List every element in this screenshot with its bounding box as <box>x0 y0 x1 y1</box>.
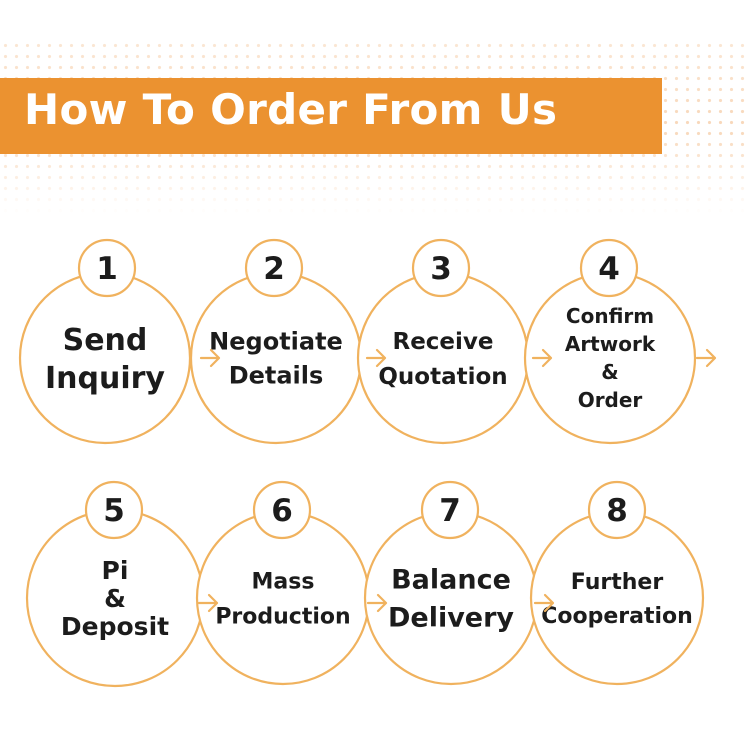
step-number-badge <box>587 480 647 540</box>
step-number: 8 <box>606 493 628 529</box>
step-number: 6 <box>271 493 293 529</box>
step-label-line: & <box>104 584 126 613</box>
step-number: 3 <box>430 251 452 287</box>
step-label-line: Balance <box>391 565 511 596</box>
step-number-badge <box>420 480 480 540</box>
step-label-line: Negotiate <box>209 328 343 356</box>
step-label-line: Details <box>229 362 324 390</box>
step-label-line: Deposit <box>61 612 169 641</box>
step-number: 7 <box>439 493 461 529</box>
step-number-badge <box>579 238 639 298</box>
step-5: 5Pi&Deposit <box>25 480 205 688</box>
step-number-badge <box>411 238 471 298</box>
step-number: 2 <box>263 251 285 287</box>
step-number: 1 <box>96 251 118 287</box>
step-label-line: Cooperation <box>541 604 693 629</box>
step-number: 4 <box>598 251 620 287</box>
step-number-badge <box>244 238 304 298</box>
step-label-line: Receive <box>392 329 493 355</box>
chevron-right-icon <box>199 348 221 368</box>
step-number: 5 <box>103 493 125 529</box>
chevron-right-icon <box>531 348 553 368</box>
step-label-line: Further <box>571 570 664 595</box>
step-label-line: Confirm <box>566 304 654 328</box>
chevron-right-icon <box>365 348 387 368</box>
step-label-line: Pi <box>102 556 129 585</box>
step-number-badge <box>252 480 312 540</box>
step-label-line: Inquiry <box>45 361 165 396</box>
chevron-right-icon <box>366 593 388 613</box>
step-label-line: Delivery <box>388 603 514 634</box>
chevron-right-icon <box>533 593 555 613</box>
step-number-badge <box>77 238 137 298</box>
step-circle <box>18 271 192 445</box>
title-banner <box>0 78 662 154</box>
step-number-badge <box>84 480 144 540</box>
step-label-line: Mass <box>252 569 315 594</box>
page-title: How To Order From Us <box>24 85 558 134</box>
step-label-line: Send <box>63 323 148 358</box>
chevron-right-icon <box>197 593 219 613</box>
step-label-line: Artwork <box>565 332 656 356</box>
step-label-line: Quotation <box>378 364 507 390</box>
chevron-right-icon <box>695 348 717 368</box>
step-label-line: & <box>601 360 618 384</box>
step-label-line: Production <box>215 604 350 629</box>
step-label-line: Order <box>578 388 643 412</box>
